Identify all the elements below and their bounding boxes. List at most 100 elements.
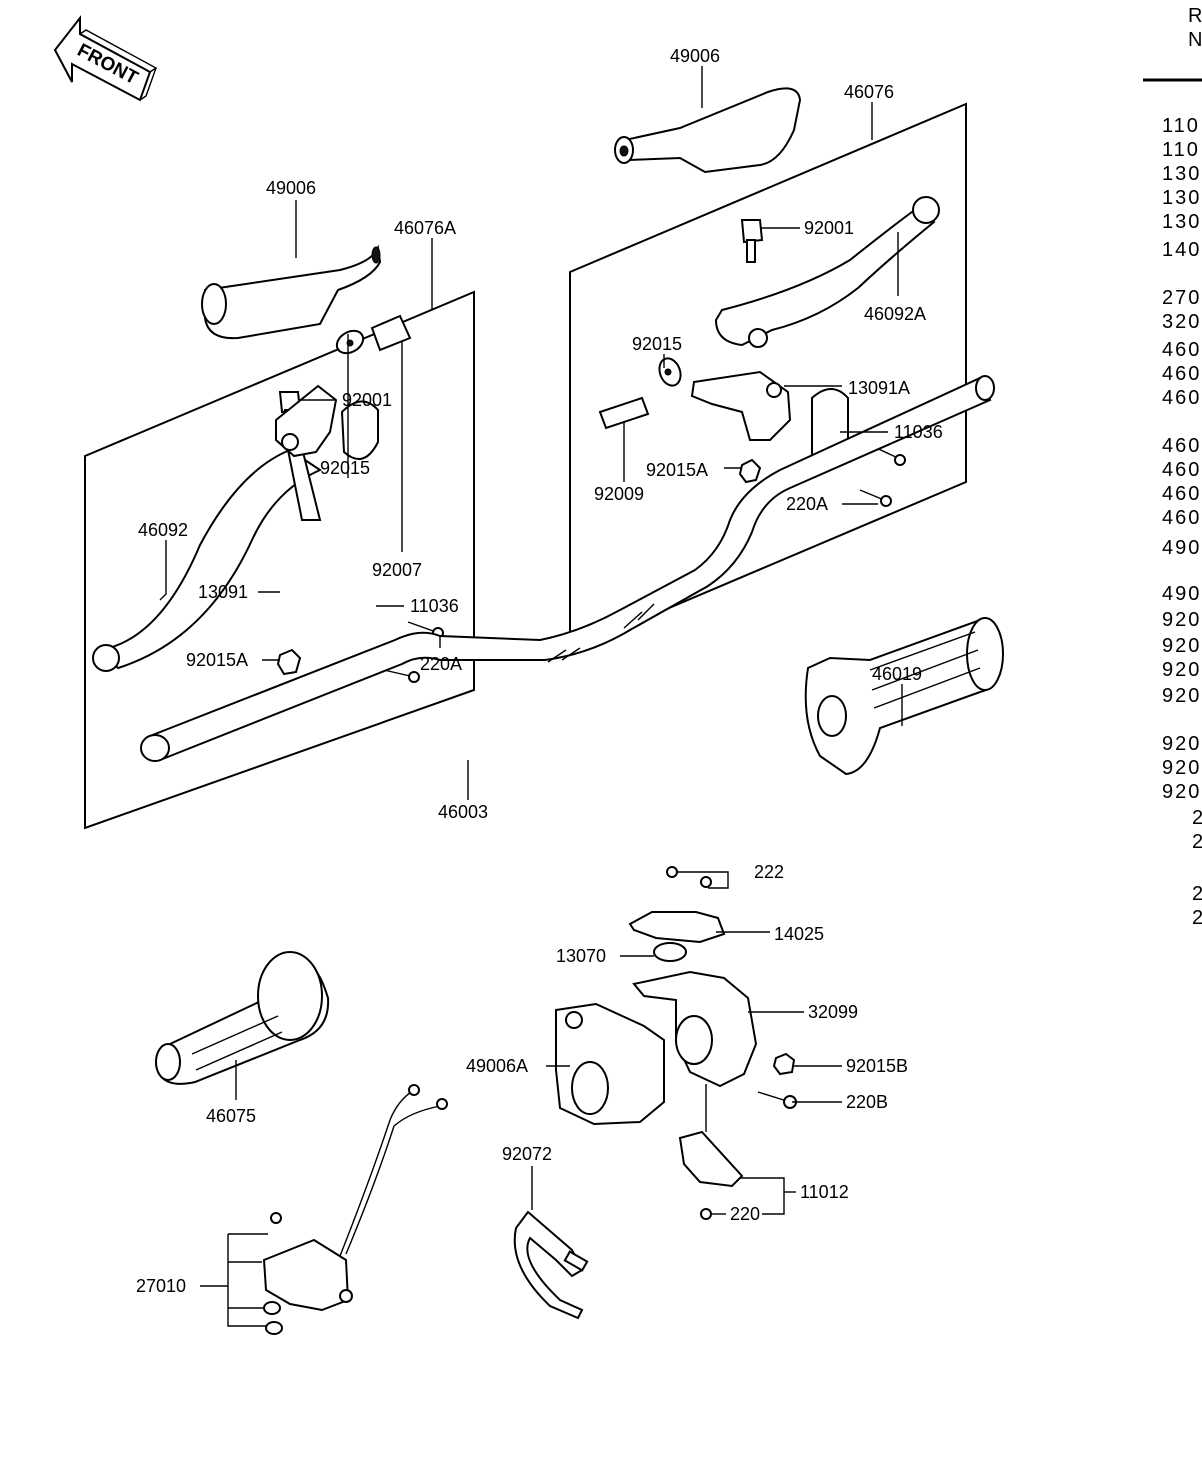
callout-92015A-right: 92015A — [646, 460, 708, 480]
screws-222 — [666, 866, 712, 888]
grip-46019 — [804, 617, 1004, 776]
callout-220A-left: 220A — [420, 654, 462, 674]
grip-46075 — [154, 951, 330, 1085]
ref-number: 490 — [1162, 537, 1201, 559]
bolt-220A-right-2 — [859, 489, 892, 507]
callout-46003: 46003 — [438, 802, 488, 822]
ref-number: 920 — [1162, 635, 1201, 657]
bolt-220B — [757, 1091, 797, 1109]
leader-lines — [159, 66, 903, 1327]
ref-number: 920 — [1162, 659, 1201, 681]
callout-labels: 49006 46076A 92001 92015 46092 92007 130… — [136, 46, 943, 1296]
callout-92001-left: 92001 — [342, 390, 392, 410]
clutch-lever-right — [714, 196, 940, 348]
callout-46019: 46019 — [872, 664, 922, 684]
clamp-11036-left — [340, 400, 379, 461]
adjuster-screw-92009 — [598, 396, 650, 430]
ref-number: 460 — [1162, 435, 1201, 457]
adjuster-screw-92007 — [370, 314, 412, 352]
ref-number: 140 — [1162, 239, 1201, 261]
ref-number: 270 — [1162, 287, 1201, 309]
lever-holder-13091A — [690, 370, 792, 441]
ref-number: 110 — [1162, 139, 1200, 161]
ref-number: 920 — [1162, 757, 1201, 779]
ref-number: 320 — [1162, 311, 1201, 333]
callout-32099: 32099 — [808, 1002, 858, 1022]
ref-number: 460 — [1162, 387, 1201, 409]
adjuster-nut-right — [658, 357, 682, 387]
nut-92015A-left — [276, 648, 302, 676]
handlebar-46003 — [140, 375, 995, 762]
callout-220B: 220B — [846, 1092, 888, 1112]
front-arrow-icon: FRONT — [53, 15, 158, 102]
callout-49006A: 49006A — [466, 1056, 528, 1076]
callout-92015-left: 92015 — [320, 458, 370, 478]
ref-number: 920 — [1162, 609, 1201, 631]
callout-92009: 92009 — [594, 484, 644, 504]
callout-92015B: 92015B — [846, 1056, 908, 1076]
nut-92015B — [772, 1052, 796, 1076]
lever-cover-right — [614, 87, 802, 174]
callout-13091A: 13091A — [848, 378, 910, 398]
ref-number-list: 1101101301301301402703204604604604604604… — [1162, 115, 1202, 929]
callout-220: 220 — [730, 1204, 760, 1224]
ref-number: 460 — [1162, 363, 1201, 385]
bolt-220A-left-2 — [383, 669, 420, 683]
ref-number: 460 — [1162, 339, 1201, 361]
ref-number: 490 — [1162, 583, 1201, 605]
callout-220A-right: 220A — [786, 494, 828, 514]
throttle-cover-49006A — [555, 1002, 665, 1126]
adjuster-nut-left — [335, 329, 365, 355]
ref-number: 920 — [1162, 685, 1201, 707]
callout-92015-right: 92015 — [632, 334, 682, 354]
screw-220 — [700, 1208, 712, 1220]
callout-46075: 46075 — [206, 1106, 256, 1126]
throttle-housing-32099 — [632, 970, 758, 1088]
callout-49006-right: 49006 — [670, 46, 720, 66]
ref-number: 130 — [1162, 163, 1201, 185]
callout-13070: 13070 — [556, 946, 606, 966]
ref-header-r: R — [1188, 5, 1202, 27]
callout-92015A-left: 92015A — [186, 650, 248, 670]
ref-number: 2 — [1192, 883, 1202, 905]
callout-13091: 13091 — [198, 582, 248, 602]
ref-number: 2 — [1192, 907, 1202, 929]
ref-number: 920 — [1162, 781, 1201, 803]
cover-11012 — [678, 1130, 744, 1188]
strap-92072 — [513, 1210, 589, 1320]
callout-27010: 27010 — [136, 1276, 186, 1296]
ref-header-n: N — [1188, 29, 1202, 51]
ref-number: 2 — [1192, 807, 1202, 829]
callout-92072: 92072 — [502, 1144, 552, 1164]
bolt-220A-right-1 — [871, 445, 906, 466]
ref-number: 130 — [1162, 187, 1201, 209]
callout-46092A: 46092A — [864, 304, 926, 324]
callout-11012: 11012 — [800, 1182, 849, 1202]
nut-92015A-right — [738, 458, 762, 484]
clutch-lever-left — [92, 439, 323, 672]
lever-cover-left — [201, 244, 382, 340]
bolt-92001-right — [740, 219, 764, 263]
ref-number: 920 — [1162, 733, 1201, 755]
callout-46076: 46076 — [844, 82, 894, 102]
callout-46092: 46092 — [138, 520, 188, 540]
ref-number: 2 — [1192, 831, 1202, 853]
plate-14025 — [628, 911, 726, 944]
ref-number: 460 — [1162, 459, 1201, 481]
callout-49006-left: 49006 — [266, 178, 316, 198]
ref-number: 460 — [1162, 507, 1201, 529]
lever-holder-13091 — [275, 384, 338, 458]
callout-11036-right: 11036 — [894, 422, 943, 442]
callout-222: 222 — [754, 862, 784, 882]
callout-14025: 14025 — [774, 924, 824, 944]
reference-column: R N 110110130130130140270320460460460460… — [1143, 5, 1202, 929]
ref-number: 110 — [1162, 115, 1200, 137]
ref-number: 460 — [1162, 483, 1201, 505]
washer-13070 — [653, 942, 687, 962]
ref-number: 130 — [1162, 211, 1201, 233]
callout-46076A: 46076A — [394, 218, 456, 238]
callout-11036-left: 11036 — [410, 596, 459, 616]
right-lever-panel — [569, 102, 967, 652]
